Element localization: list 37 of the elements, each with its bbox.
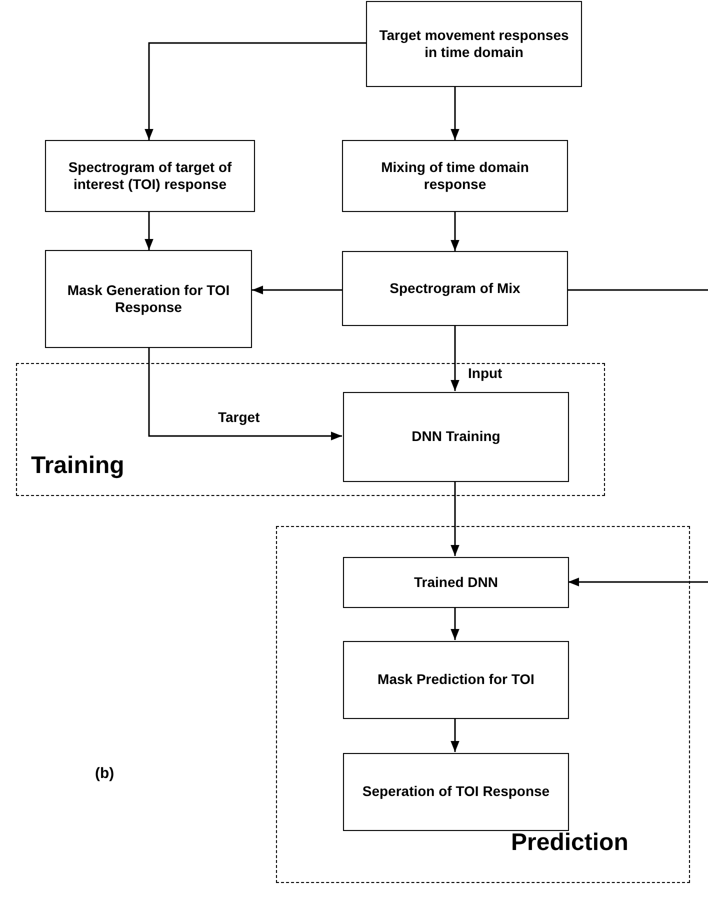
box-text: Target movement responses in time domain (378, 26, 570, 62)
process-box (343, 392, 569, 482)
arrow (450, 326, 460, 391)
edge-label: Target (218, 409, 260, 425)
dashed-group-box (276, 526, 690, 883)
process-box (343, 557, 569, 608)
arrow (450, 212, 460, 251)
edge-label: Input (468, 365, 502, 381)
dashed-group-box (16, 363, 605, 496)
panel-label: (b) (95, 765, 114, 782)
group-title: Training (31, 452, 124, 480)
box-text: Mask Prediction for TOI (376, 671, 536, 689)
arrow (144, 42, 366, 140)
process-box (342, 140, 568, 212)
arrow (450, 87, 460, 140)
box-text: Mask Generation for TOI Response (66, 282, 231, 316)
box-text: Mixing of time domain response (380, 158, 530, 194)
process-box (45, 250, 252, 348)
box-text: Spectrogram of target of interest (TOI) response (67, 158, 233, 194)
process-box (366, 1, 582, 87)
arrow (450, 718, 460, 752)
process-box (45, 140, 255, 212)
arrow (144, 212, 154, 250)
process-box (342, 251, 568, 326)
box-text: DNN Training (410, 428, 502, 446)
process-box (343, 753, 569, 831)
arrow (450, 607, 460, 640)
process-box (343, 641, 569, 719)
box-text: Seperation of TOI Response (361, 783, 551, 801)
arrow (568, 578, 708, 586)
arrow (450, 481, 460, 556)
box-text: Trained DNN (412, 574, 499, 592)
group-title: Prediction (511, 829, 628, 857)
connector-line (568, 289, 708, 291)
arrow (148, 348, 342, 440)
box-text: Spectrogram of Mix (388, 280, 522, 298)
arrow (252, 286, 342, 294)
